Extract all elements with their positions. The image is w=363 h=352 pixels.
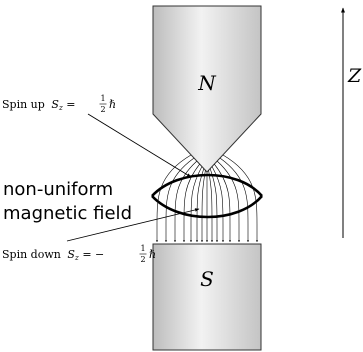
field-line bbox=[222, 154, 258, 243]
field-line bbox=[216, 160, 240, 243]
svg-text:1: 1 bbox=[100, 94, 105, 103]
field-line bbox=[183, 164, 200, 243]
field-line bbox=[211, 166, 224, 243]
field-line bbox=[219, 157, 249, 243]
field-line bbox=[214, 164, 231, 243]
field-label-line1: non-uniform bbox=[3, 179, 113, 200]
beam-upper-path bbox=[151, 173, 263, 197]
field-line bbox=[165, 157, 195, 243]
spin-up-label: Spin up Sz = bbox=[2, 98, 76, 112]
field-line bbox=[209, 168, 218, 243]
field-line bbox=[208, 170, 213, 243]
field-label-line2: magnetic field bbox=[3, 203, 132, 224]
field-line bbox=[174, 160, 198, 243]
spin-down-fraction: 1 2 bbox=[139, 244, 147, 264]
spin-up-fraction: 1 2 bbox=[99, 94, 107, 114]
spin-down-label: Spin down Sz = − bbox=[2, 248, 104, 262]
magnetic-field-lines bbox=[156, 154, 258, 243]
field-line bbox=[196, 168, 205, 243]
z-axis-label: Z bbox=[347, 65, 362, 87]
svg-text:2: 2 bbox=[140, 255, 145, 264]
spin-down-hbar: ℏ bbox=[149, 248, 156, 261]
north-magnet bbox=[152, 5, 262, 173]
svg-text:2: 2 bbox=[100, 105, 105, 114]
south-pole-label: S bbox=[200, 267, 214, 291]
field-line bbox=[190, 166, 203, 243]
field-line bbox=[201, 170, 206, 243]
spin-up-pointer bbox=[87, 113, 192, 178]
svg-text:1: 1 bbox=[140, 244, 145, 253]
south-magnet bbox=[152, 243, 262, 351]
beam-lower-path bbox=[151, 195, 263, 219]
field-line bbox=[156, 154, 192, 243]
north-pole-label: N bbox=[197, 71, 217, 95]
spin-up-hbar: ℏ bbox=[109, 98, 116, 111]
spin-down-pointer bbox=[66, 208, 200, 242]
